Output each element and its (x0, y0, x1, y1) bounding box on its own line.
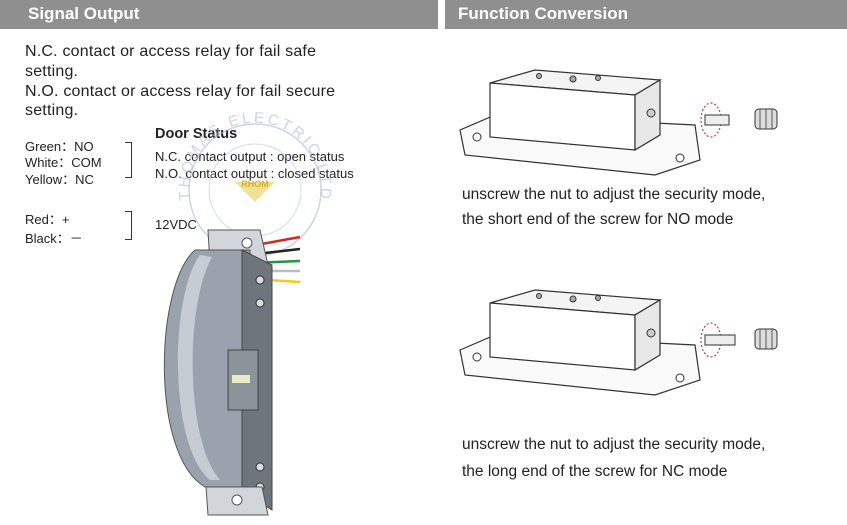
no-description-line1: N.O. contact or access relay for fail se… (25, 83, 336, 100)
door-status-title: Door Status (155, 126, 238, 142)
strike-box-nc-mode-illustration (459, 289, 778, 396)
nc-mode-instruction-line2: the long end of the screw for NC mode (462, 463, 728, 480)
wire-yellow-label: Yellow：NC (25, 172, 94, 187)
no-description-line2: setting. (25, 102, 79, 119)
wire-red-label: Red：+ (25, 212, 70, 227)
power-label: 12VDC (155, 217, 197, 232)
electric-strike-illustration (163, 229, 301, 516)
door-status-no: N.O. contact output : closed status (155, 166, 354, 181)
no-mode-instruction-line1: unscrew the nut to adjust the security m… (462, 186, 766, 203)
door-status-nc: N.C. contact output : open status (155, 149, 345, 164)
power-bracket (125, 211, 132, 240)
wire-black-label: Black：－ (25, 231, 83, 246)
strike-box-no-mode-illustration (459, 69, 778, 176)
wire-green-label: Green：NO (25, 139, 94, 154)
seal-brand-text: RHOM (241, 179, 269, 189)
nc-description-line1: N.C. contact or access relay for fail sa… (25, 43, 317, 60)
wire-white-label: White：COM (25, 155, 102, 170)
contact-bracket (125, 142, 132, 178)
no-mode-instruction-line2: the short end of the screw for NO mode (462, 211, 734, 228)
signal-output-header: Signal Output (0, 0, 438, 29)
function-conversion-header: Function Conversion (445, 0, 847, 29)
nc-mode-instruction-line1: unscrew the nut to adjust the security m… (462, 436, 766, 453)
nc-description-line2: setting. (25, 63, 79, 80)
